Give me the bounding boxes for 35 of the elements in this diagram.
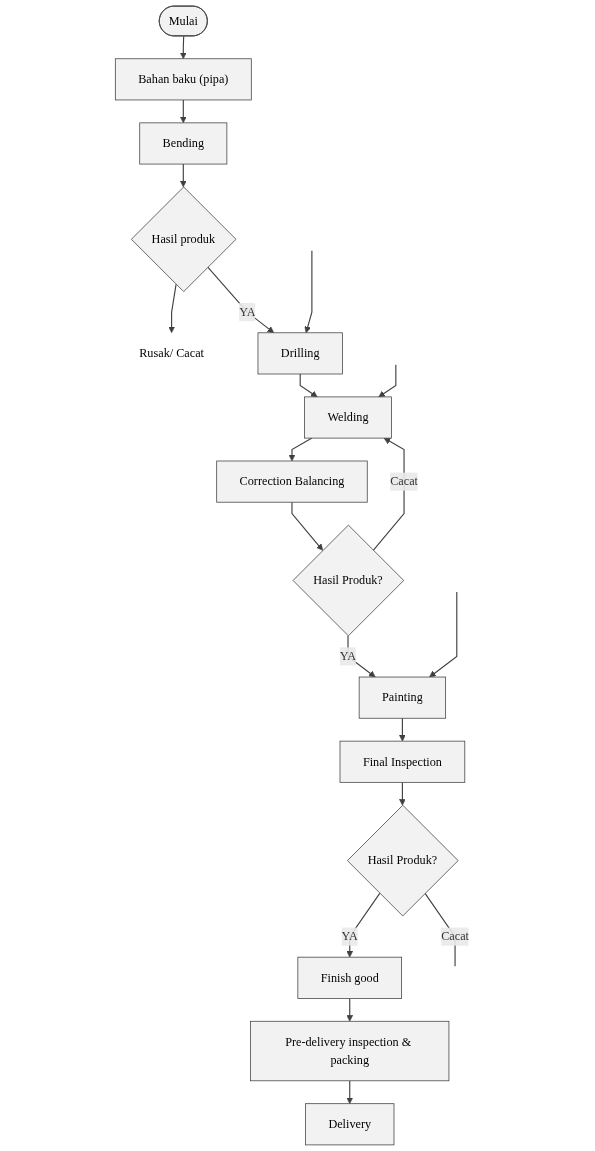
node-box: Finish good [297,956,402,999]
arrow [378,364,397,398]
arrow [304,250,313,334]
node-diamond: Hasil produk [131,186,237,292]
arrow [288,437,313,462]
arrow [179,163,187,188]
arrow [291,501,324,551]
edge-label: Cacat [441,929,469,943]
node-box: Bahan baku (pipa) [114,58,252,101]
edge-label: YA [239,305,256,319]
arrow [399,717,406,742]
edge-label: YA [341,929,358,943]
node-box: Drilling [257,332,343,375]
arrow [207,266,275,334]
arrow [168,283,177,334]
arrow [346,997,354,1022]
node-diamond: Hasil Produk? [347,804,459,917]
arrow [346,1080,354,1104]
node-box: Bending [139,122,228,165]
arrow [399,781,406,806]
edge-label: Cacat [390,474,418,488]
node-box: Delivery [305,1103,395,1146]
node-box: Final Inspection [339,740,466,783]
arrow [346,892,381,958]
node-text: Rusak/ Cacat [139,346,204,360]
edge-label: YA [339,649,357,663]
node-box: Correction Balancing [216,460,368,503]
node-diamond: Hasil Produk? [292,524,405,637]
node-box: Pre-delivery inspection & packing [250,1020,450,1082]
node-box: Painting [358,676,446,719]
node-box: Welding [304,396,392,439]
arrow [299,373,318,398]
arrow [179,99,187,124]
arrow [429,591,458,678]
arrow [179,35,187,60]
